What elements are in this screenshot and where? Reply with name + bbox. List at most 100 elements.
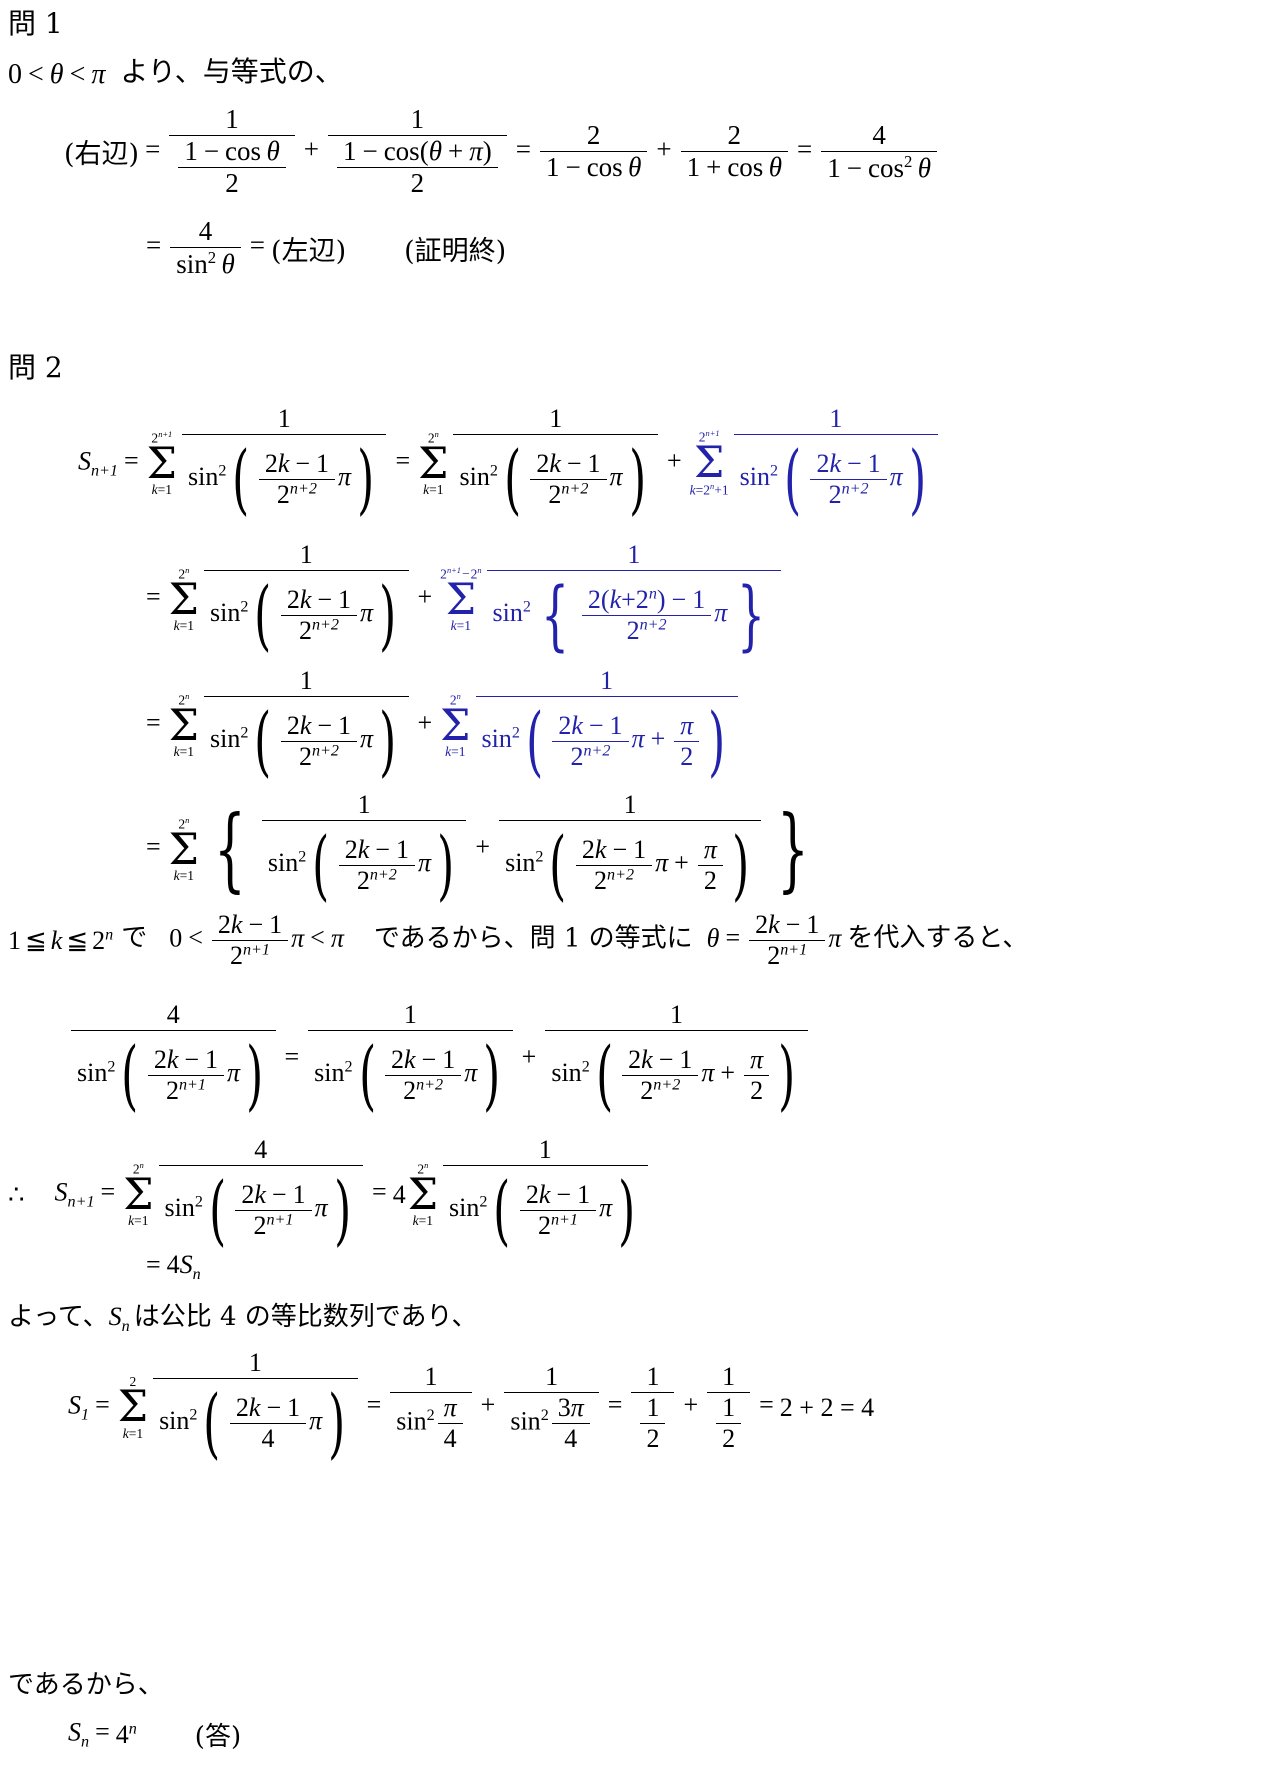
summation-1: 2n Σ k=1	[168, 691, 199, 759]
sum-upper: 2	[129, 1373, 137, 1389]
plus: +	[521, 1042, 537, 1072]
numerator: 2k−1	[816, 448, 881, 478]
sum-upper: 2n	[178, 691, 190, 707]
numerator: 1	[424, 1361, 438, 1391]
denominator: sin2 θ	[170, 247, 241, 280]
numerator: 2k−1	[558, 710, 623, 740]
sigma-icon: Σ	[168, 574, 199, 625]
sum-lower: k=1	[128, 1212, 149, 1228]
equals: =	[123, 446, 139, 476]
problem2-heading: 問 2	[8, 346, 63, 386]
result-4Sn: 4Sn	[166, 1250, 201, 1284]
denominator: 2n+1	[211, 940, 289, 971]
numerator: 2k−1	[286, 584, 352, 614]
numerator: 1	[722, 1361, 736, 1391]
plus: +	[417, 708, 433, 738]
sigma-icon: Σ	[168, 700, 199, 751]
sum-upper: 2n	[449, 691, 461, 707]
denominator: 1−cos(θ+π) 2	[327, 135, 507, 199]
denominator: 1−cos θ 2	[169, 135, 295, 199]
numerator: 4	[254, 1135, 268, 1164]
nested-fraction: 1−cos(θ+π) 2	[336, 136, 498, 199]
Sn-symbol: Sn	[108, 1301, 130, 1336]
fraction-1: 1 1−cos θ 2	[169, 104, 295, 199]
numerator: 2k−1	[581, 834, 647, 864]
summation-2-highlighted: 2n+1−2n Σ k=1	[440, 566, 481, 633]
sum-lower: k=1	[173, 617, 195, 633]
problem1-equation-1: (右辺)= 1 1−cos θ 2 + 1 1−cos(θ+π) 2 =	[64, 104, 940, 199]
numerator: π	[703, 834, 717, 864]
equals: =	[95, 1390, 110, 1420]
sum-lower: k=1	[450, 617, 472, 633]
sum-lower: k=1	[173, 743, 195, 759]
text-kouhi: は公比 4 の等比数列であり、	[133, 1302, 478, 1332]
numerator: 2k−1	[525, 1179, 591, 1209]
equals-4: =	[759, 1390, 774, 1420]
range-expression: 1≦k≦2n	[8, 925, 114, 955]
numerator: 2k−1	[286, 710, 352, 740]
numerator: π	[680, 710, 694, 740]
equals: =	[146, 582, 161, 612]
numerator: 1	[410, 104, 425, 134]
equals-2: =	[372, 1177, 387, 1207]
equals-2: =	[366, 1390, 382, 1420]
summation-2: 2n Σ k=1	[408, 1161, 438, 1228]
denominator: 2n+1	[749, 940, 826, 971]
equals: =	[146, 832, 161, 862]
denominator: 2n+2	[258, 478, 336, 510]
numerator: 1	[829, 404, 843, 433]
numerator: 2k−1	[344, 834, 409, 864]
equals-2: =	[515, 133, 531, 164]
answer-value: 4n	[115, 1719, 137, 1749]
numerator: 1	[403, 1000, 417, 1029]
denominator: 2n+2	[338, 864, 415, 896]
numerator: 1	[357, 790, 371, 819]
numerator: 1	[600, 666, 614, 695]
summation-1: 2n Σ k=1	[169, 815, 199, 883]
numerator: 2k−1	[264, 448, 330, 478]
denominator: 1−cos2 θ	[821, 150, 938, 184]
text-yotte: よって、	[8, 1302, 109, 1332]
lhs-label: (左辺)	[271, 235, 347, 267]
problem1-condition: 0<θ<π	[8, 58, 106, 90]
denominator: 2n+2	[280, 614, 358, 646]
text-dearukara-2: であるから、	[8, 1670, 164, 1700]
denominator: 4	[551, 1422, 590, 1454]
fraction-5: 4 1−cos2 θ	[821, 120, 938, 184]
equals-1: =	[145, 133, 161, 164]
numerator: 1	[225, 104, 239, 134]
sum-lower: k=1	[423, 481, 444, 497]
problem1-heading: 問 1	[8, 2, 63, 42]
problem2-text-dearukara: であるから、	[8, 1664, 164, 1701]
text-wodainyu: を代入すると、	[847, 923, 1029, 954]
sum-upper: 2n	[178, 815, 190, 831]
numerator: 1	[545, 1361, 559, 1391]
sum-lower: k=1	[412, 1212, 434, 1228]
denominator: 2	[674, 740, 700, 772]
denominator: 2n+2	[280, 740, 358, 772]
